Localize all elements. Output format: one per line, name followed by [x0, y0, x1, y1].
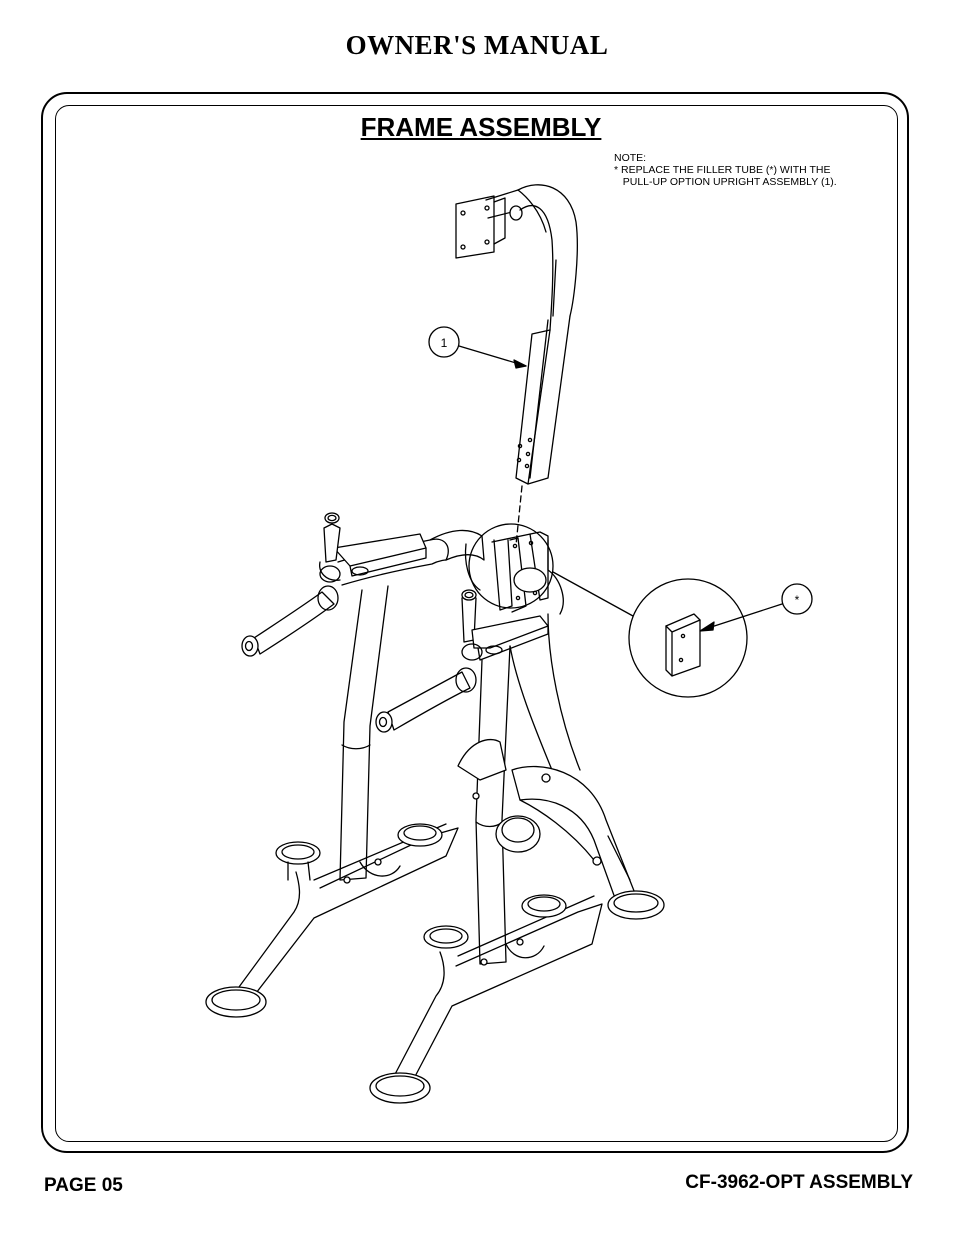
manual-title: OWNER'S MANUAL: [345, 30, 609, 60]
section-title: FRAME ASSEMBLY: [360, 112, 602, 142]
model-assembly: CF-3962-OPT ASSEMBLY: [685, 1172, 913, 1193]
note-line-2: PULL-UP OPTION UPRIGHT ASSEMBLY (1).: [614, 176, 837, 188]
callout-star-label: *: [795, 593, 800, 607]
page-border-inner: [55, 105, 898, 1142]
note-line-1: * REPLACE THE FILLER TUBE (*) WITH THE: [614, 164, 831, 176]
callout-1: 1: [428, 326, 527, 369]
page-border-outer: [41, 92, 909, 1153]
pull-up-upright-assembly: [455, 184, 578, 485]
note-heading: NOTE:: [614, 152, 647, 164]
assembly-note: NOTE: * REPLACE THE FILLER TUBE (*) WITH…: [614, 152, 837, 188]
callout-star: *: [699, 583, 813, 632]
filler-tube-detail: [628, 578, 748, 698]
callout-1-label: 1: [441, 336, 448, 350]
page-number: PAGE 05: [44, 1175, 123, 1196]
main-frame: [205, 512, 665, 1104]
